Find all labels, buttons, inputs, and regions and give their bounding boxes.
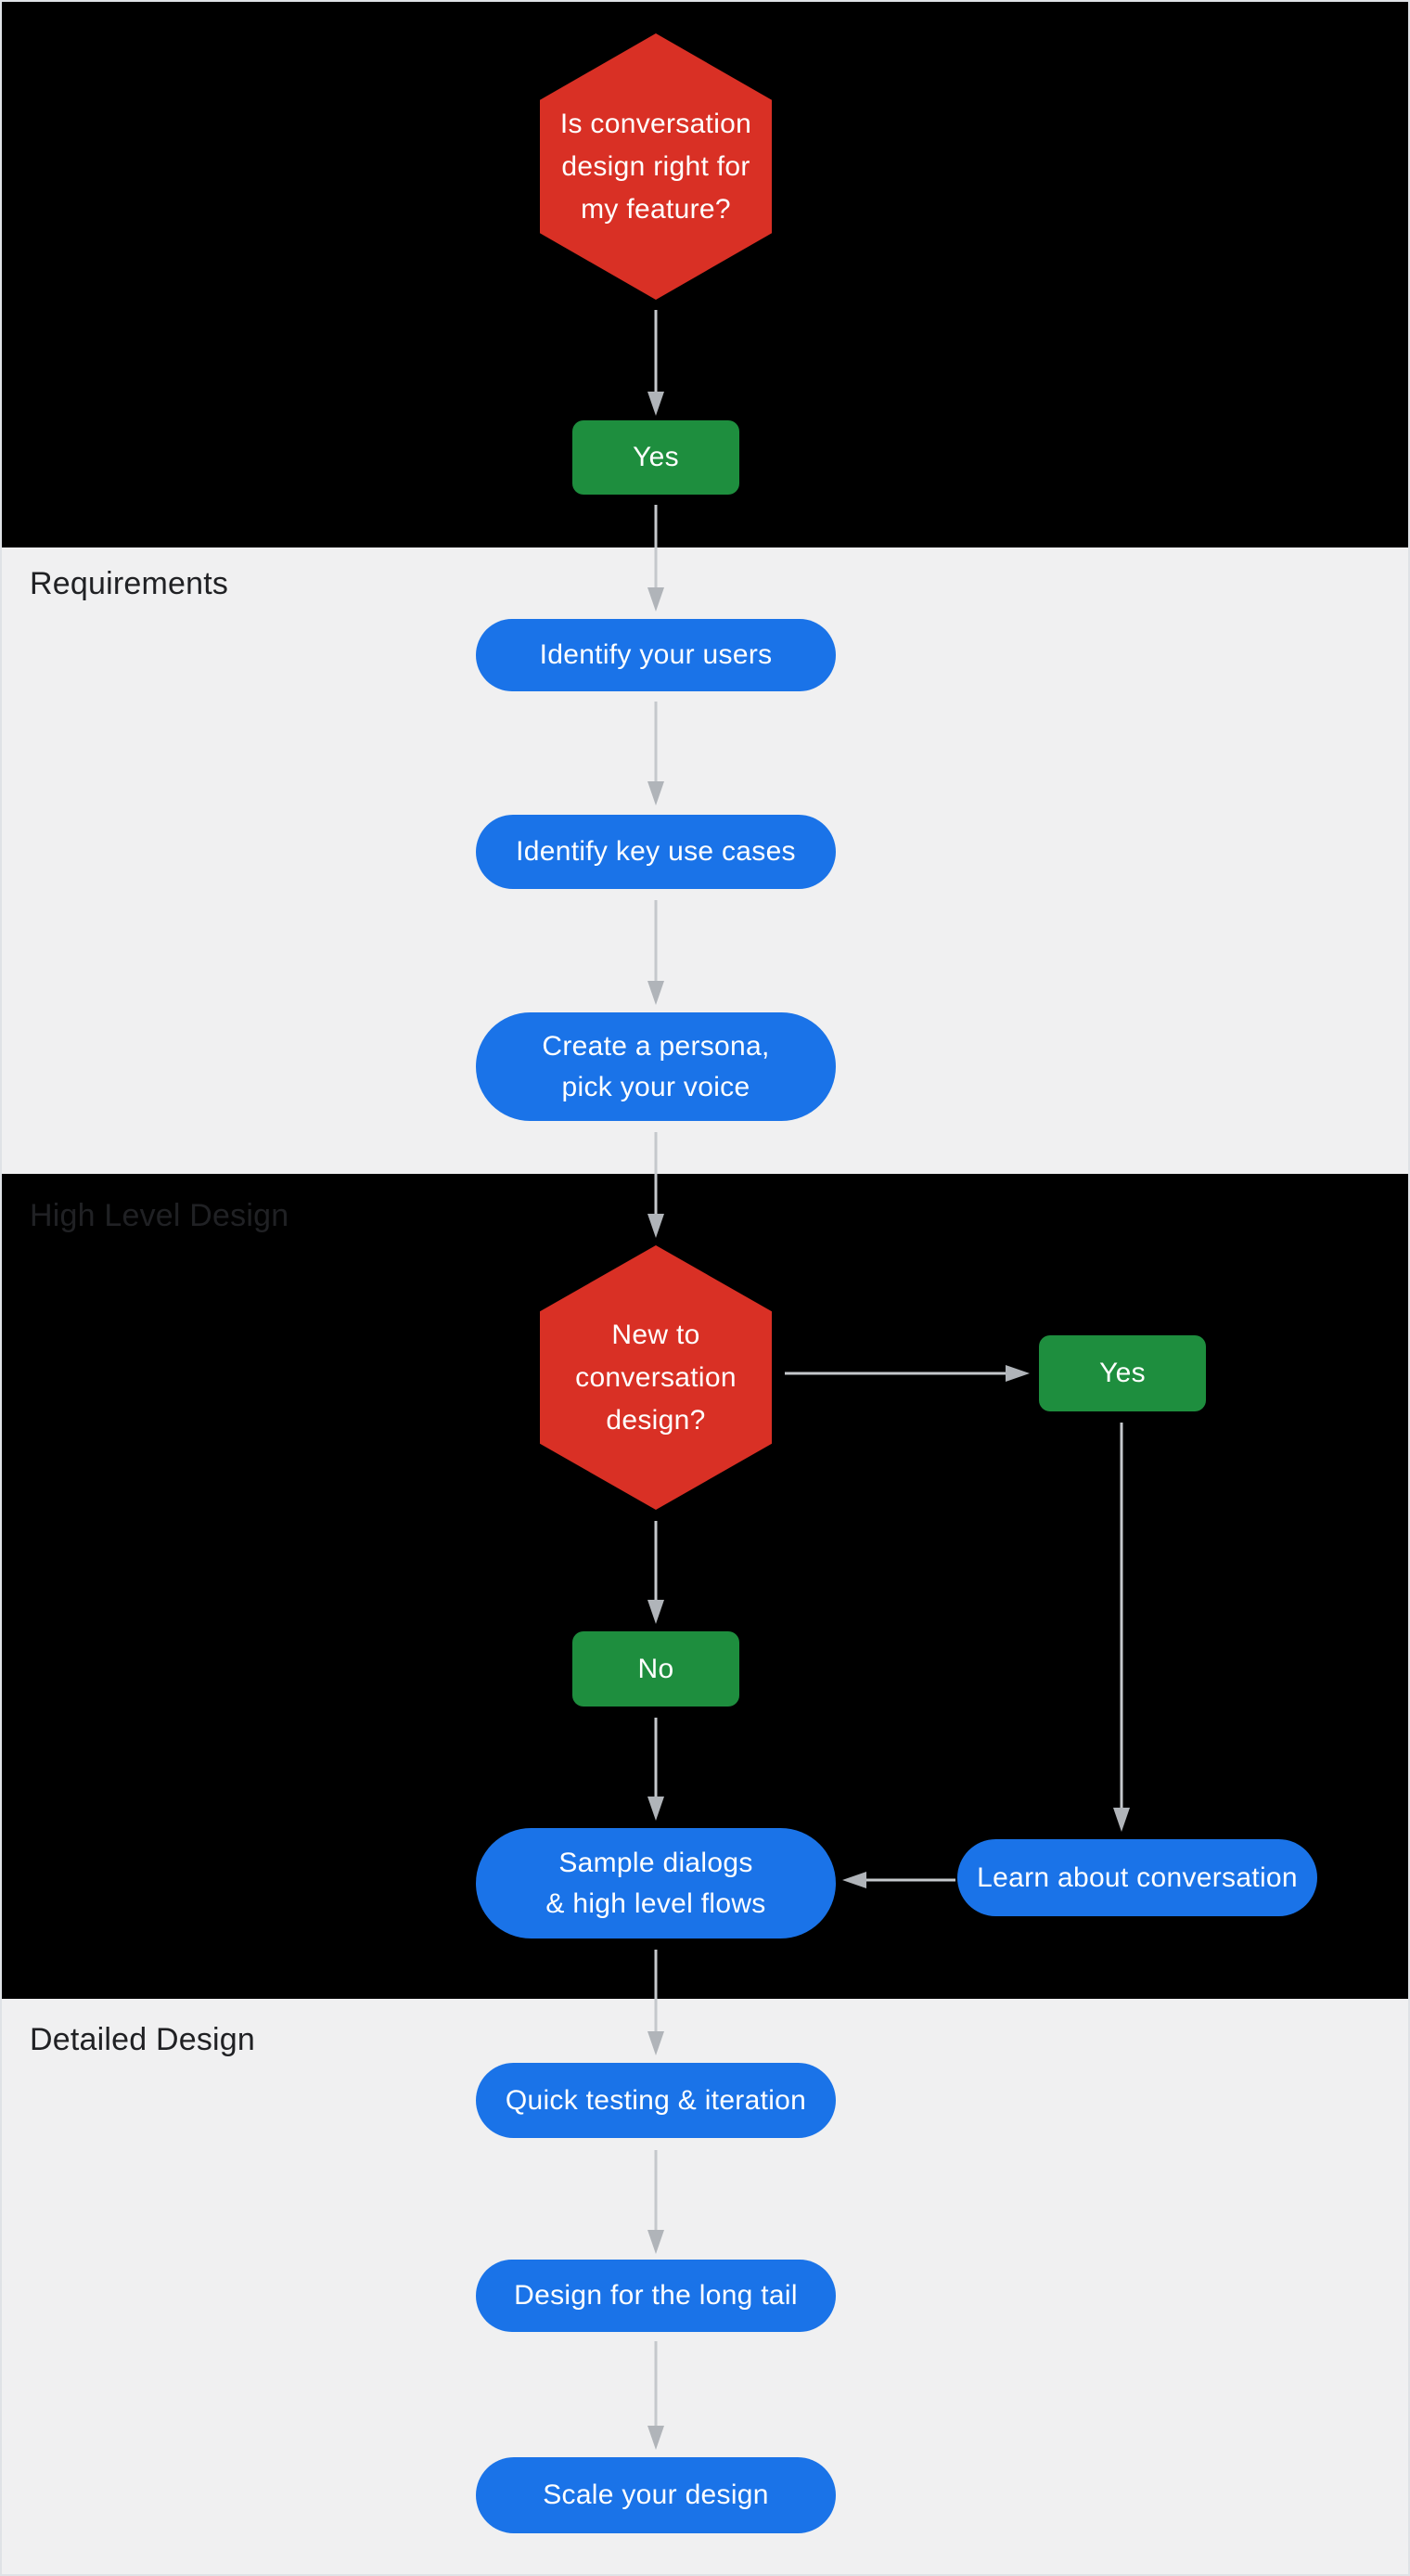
arrow-line — [654, 2150, 658, 2232]
decision-text-line: conversation — [575, 1361, 737, 1393]
button-label: Yes — [1099, 1358, 1146, 1388]
decision-text-line: Is conversation — [559, 108, 752, 139]
arrow-line — [654, 310, 658, 393]
arrow-line — [654, 1718, 658, 1798]
new-design-no-button[interactable]: No — [572, 1631, 739, 1707]
step-design-for-long-tail[interactable]: Design for the long tail — [476, 2260, 836, 2332]
button-label: No — [637, 1653, 674, 1684]
section-title-requirements: Requirements — [30, 566, 229, 601]
arrow-yes-to-identify-users — [647, 505, 665, 612]
arrow-head — [647, 2230, 664, 2254]
arrow-line — [654, 2341, 658, 2428]
arrow-head — [647, 392, 664, 416]
decision-is-conversation-design-right[interactable]: Is conversation design right for my feat… — [540, 33, 772, 300]
decision-new-to-conversation-design[interactable]: New to conversation design? — [540, 1245, 772, 1510]
decision-text-line: design? — [606, 1404, 706, 1436]
step-label: Design for the long tail — [514, 2280, 798, 2311]
arrow-learn-to-sample-dialogs — [842, 1871, 955, 1889]
step-scale-your-design[interactable]: Scale your design — [476, 2457, 836, 2533]
arrow-long-tail-to-scale — [647, 2341, 665, 2450]
arrow-yes-to-learn-conversation — [1112, 1423, 1131, 1832]
arrow-new-decision-to-no — [647, 1521, 665, 1624]
step-learn-about-conversation[interactable]: Learn about conversation — [957, 1839, 1317, 1916]
step-text-line: & high level flows — [545, 1887, 766, 1919]
arrow-line — [1120, 1423, 1123, 1810]
step-create-persona-pick-voice[interactable]: Create a persona, pick your voice — [476, 1012, 836, 1121]
arrow-head — [647, 1214, 664, 1238]
arrow-line — [654, 505, 658, 589]
arrow-line — [654, 1521, 658, 1602]
arrow-use-cases-to-persona — [647, 900, 665, 1005]
arrow-line — [654, 702, 658, 783]
section-title-high-level-design: High Level Design — [30, 1198, 289, 1233]
arrow-no-to-sample-dialogs — [647, 1718, 665, 1821]
arrow-head — [647, 781, 664, 805]
arrow-head — [647, 1797, 664, 1821]
step-identify-your-users[interactable]: Identify your users — [476, 619, 836, 691]
arrow-start-decision-to-yes — [647, 310, 665, 416]
arrow-head — [1113, 1808, 1130, 1832]
arrow-line — [654, 1950, 658, 2033]
step-text-line: Sample dialogs — [558, 1847, 753, 1878]
arrow-head — [647, 587, 664, 612]
step-quick-testing-iteration[interactable]: Quick testing & iteration — [476, 2063, 836, 2138]
arrow-head — [647, 1600, 664, 1624]
arrow-persona-to-new-decision — [647, 1132, 665, 1238]
arrow-head — [647, 981, 664, 1005]
start-yes-button[interactable]: Yes — [572, 420, 739, 495]
arrow-line — [865, 1878, 955, 1882]
decision-text-line: New to — [611, 1319, 700, 1350]
decision-text-line: design right for — [561, 150, 750, 182]
new-design-yes-button[interactable]: Yes — [1039, 1335, 1206, 1411]
step-label: Identify your users — [539, 639, 773, 670]
decision-text-line: my feature? — [581, 193, 731, 225]
arrow-head — [1006, 1365, 1030, 1382]
arrow-sample-dialogs-to-quick-testing — [647, 1950, 665, 2055]
step-identify-key-use-cases[interactable]: Identify key use cases — [476, 815, 836, 889]
arrow-head — [647, 2426, 664, 2450]
step-label: Scale your design — [543, 2479, 769, 2510]
step-text-line: Create a persona, — [542, 1030, 770, 1062]
arrow-quick-testing-to-long-tail — [647, 2150, 665, 2254]
step-sample-dialogs-high-level-flows[interactable]: Sample dialogs & high level flows — [476, 1828, 836, 1938]
button-label: Yes — [633, 442, 679, 472]
section-title-detailed-design: Detailed Design — [30, 2022, 256, 2057]
arrow-identify-users-to-use-cases — [647, 702, 665, 805]
arrow-line — [785, 1372, 1007, 1375]
arrow-line — [654, 1132, 658, 1216]
step-label: Quick testing & iteration — [505, 2084, 807, 2116]
step-text-line: pick your voice — [561, 1071, 750, 1102]
arrow-line — [654, 900, 658, 983]
arrow-new-decision-to-yes — [785, 1364, 1030, 1383]
arrow-head — [647, 2031, 664, 2055]
arrow-head — [842, 1872, 866, 1888]
step-label: Identify key use cases — [516, 836, 796, 867]
step-label: Learn about conversation — [977, 1861, 1298, 1893]
